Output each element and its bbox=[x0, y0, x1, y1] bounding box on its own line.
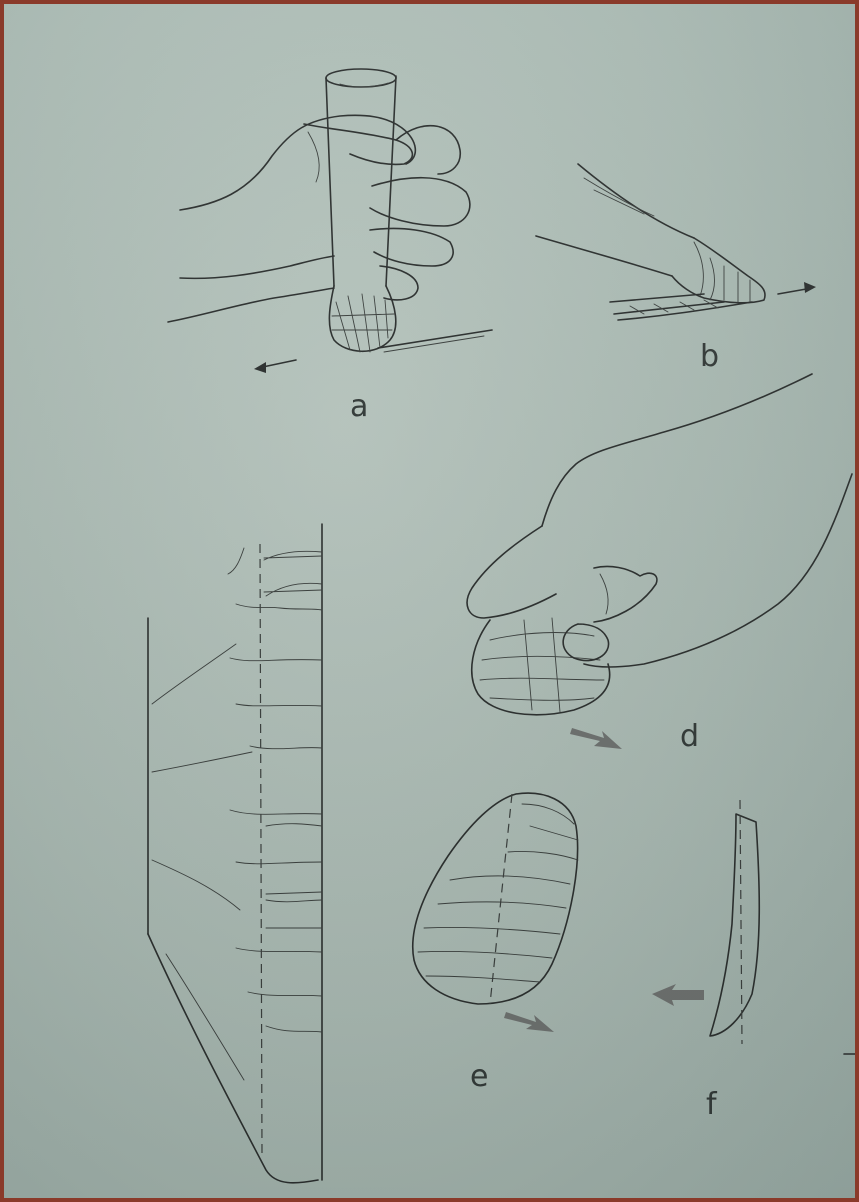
illustration-canvas: a b d bbox=[4, 4, 855, 1198]
panel-d-hand-with-scraper bbox=[467, 374, 852, 715]
panel-e-scraper-flake bbox=[413, 793, 578, 1004]
panel-d-direction-arrow bbox=[570, 728, 622, 749]
label-d: d bbox=[680, 719, 699, 754]
panel-b-punch-on-edge bbox=[536, 164, 765, 320]
label-b: b bbox=[700, 339, 719, 374]
label-a: a bbox=[350, 389, 368, 424]
retouched-edge-profile bbox=[148, 524, 322, 1183]
panel-f-side-profile bbox=[710, 800, 759, 1044]
panel-a-hand-with-punch bbox=[168, 69, 492, 352]
panel-e-direction-arrow bbox=[504, 1012, 554, 1032]
panel-b-direction-arrow bbox=[778, 282, 816, 294]
label-e: e bbox=[470, 1059, 488, 1094]
panel-a-direction-arrow bbox=[254, 360, 296, 373]
panel-f-direction-arrow bbox=[652, 984, 704, 1006]
label-f: f bbox=[706, 1087, 718, 1122]
